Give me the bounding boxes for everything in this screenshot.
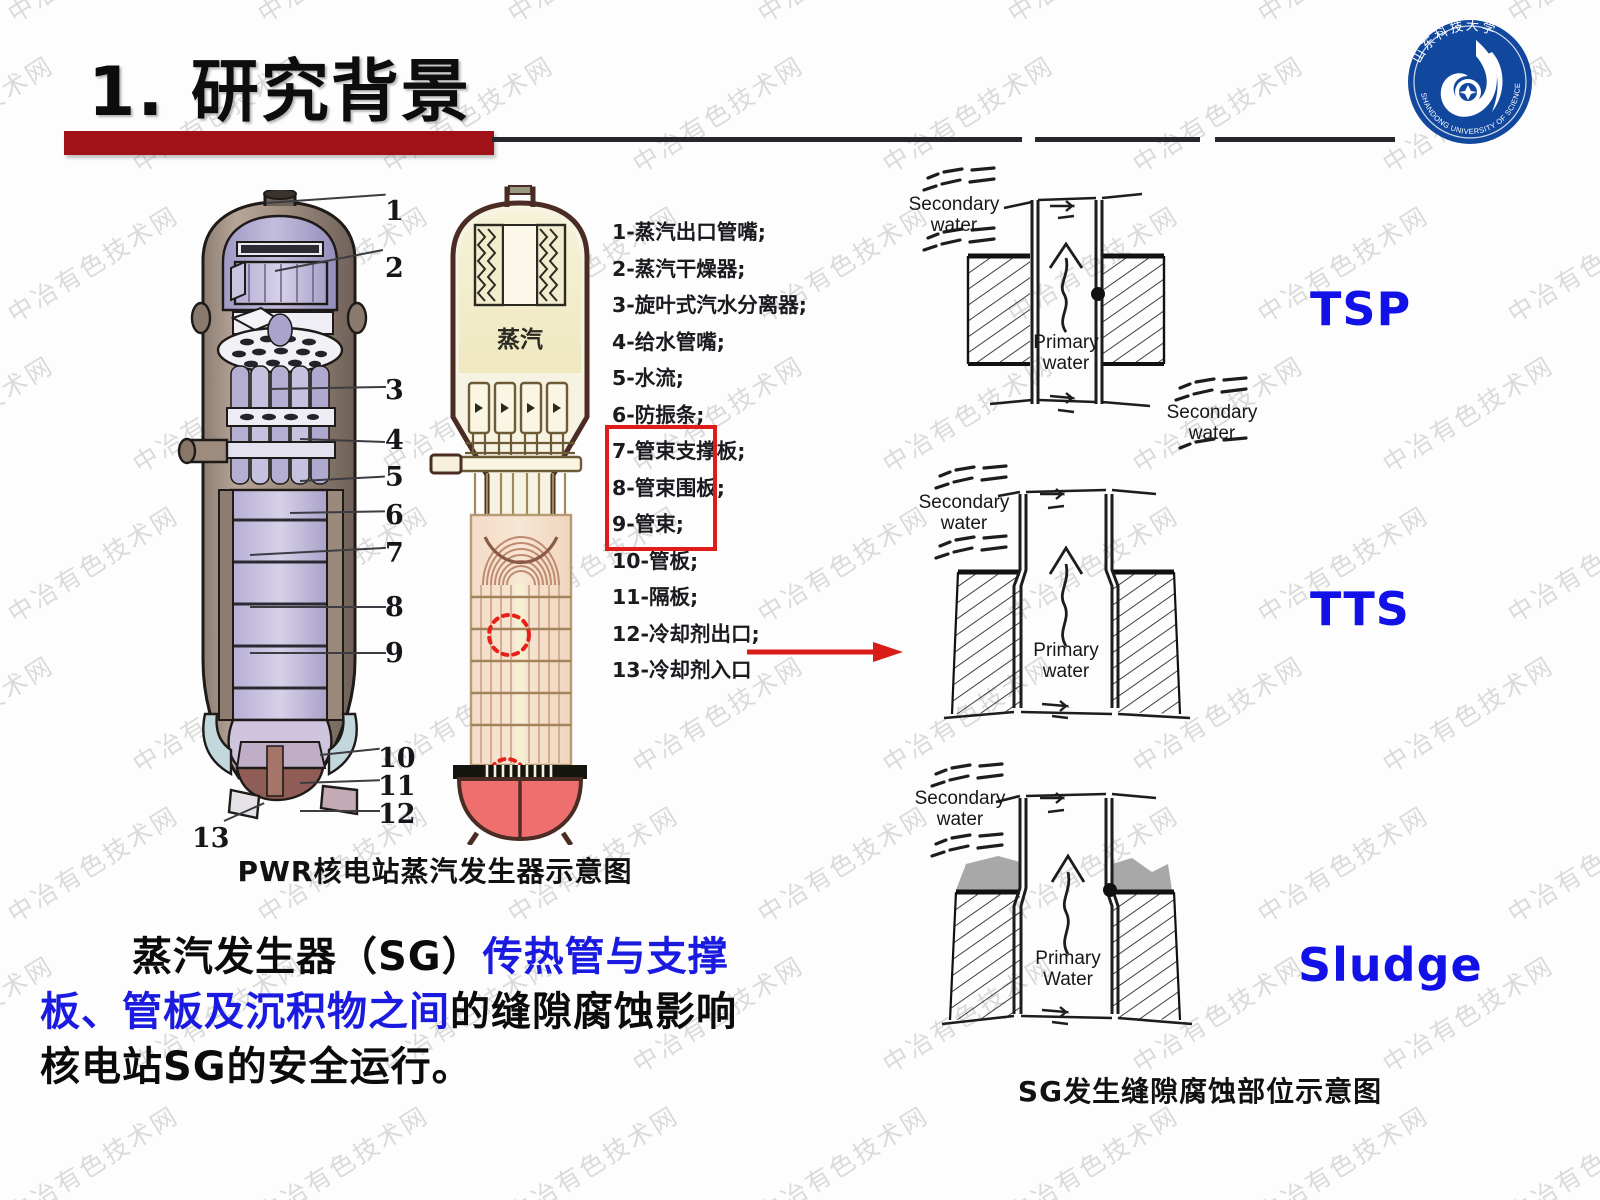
legend-item-1: 1-蒸汽出口管嘴;: [612, 220, 766, 244]
panel-label-sludge: Sludge: [1298, 938, 1483, 992]
slide-header: 1. 研究背景: [0, 0, 1600, 170]
red-arrow-icon: [745, 638, 905, 666]
leader-line-9: [250, 652, 386, 654]
legend-item-4: 4-给水管嘴;: [612, 329, 725, 354]
legend-item-3: 3-旋叶式汽水分离器;: [612, 293, 807, 317]
sg-3d-cutaway-illustration: [175, 188, 385, 840]
header-rule-segment-2: [1035, 137, 1200, 142]
paragraph-line1-black: 蒸汽发生器（SG）: [132, 934, 483, 980]
leader-line-12: [300, 810, 380, 812]
legend-item-7: 7-管束支撑板;: [612, 439, 746, 463]
paragraph-line2-black: 的缝隙腐蚀影响: [450, 989, 737, 1036]
callout-number-1: 1: [385, 196, 404, 227]
callout-number-11: 11: [378, 771, 416, 802]
university-logo: SHANDONG UNIVERSITY OF SCIENCE AND TECHN…: [1393, 3, 1544, 150]
legend-item-5: 5-水流;: [612, 366, 684, 390]
title-underline-bar: [64, 131, 494, 155]
callout-number-9: 9: [385, 638, 404, 669]
paragraph-line2-blue: 板、管板及沉积物之间: [40, 989, 450, 1036]
legend-item-8: 8-管束围板;: [612, 475, 725, 500]
leader-line-8: [250, 606, 386, 608]
callout-number-8: 8: [385, 592, 404, 623]
paragraph-line3-black: 核电站SG的安全运行。: [40, 1044, 473, 1091]
header-rule-segment-3: [1215, 137, 1395, 142]
legend-item-13: 13-冷却剂入口: [612, 658, 752, 682]
legend-item-9: 9-管束;: [612, 512, 684, 536]
left-figure-caption: PWR核电站蒸汽发生器示意图: [237, 855, 633, 888]
legend-item-11: 11-隔板;: [612, 585, 699, 609]
legend-highlight-box: [605, 425, 717, 551]
legend-item-12: 12-冷却剂出口;: [612, 621, 760, 646]
callout-number-10: 10: [378, 743, 416, 774]
legend-item-2: 2-蒸汽干燥器;: [612, 256, 746, 281]
callout-number-4: 4: [385, 425, 404, 456]
right-figure-caption: SG发生缝隙腐蚀部位示意图: [1017, 1075, 1383, 1108]
sg-2d-schematic-illustration: 蒸汽: [425, 185, 615, 847]
legend-item-6: 6-防振条;: [612, 402, 705, 427]
panel-label-tts: TTS: [1310, 582, 1410, 636]
header-rule-segment-1: [492, 137, 1022, 142]
page-title: 1. 研究背景: [88, 53, 471, 132]
callout-number-12: 12: [378, 799, 416, 830]
legend-item-10: 10-管板;: [612, 548, 699, 573]
panel-label-tsp: TSP: [1310, 282, 1412, 336]
body-paragraph: 蒸汽发生器（SG）传热管与支撑 板、管板及沉积物之间的缝隙腐蚀影响 核电站SG的…: [40, 930, 840, 1096]
callout-number-2: 2: [385, 253, 404, 284]
callout-number-13: 13: [192, 823, 230, 854]
callout-number-6: 6: [385, 500, 404, 531]
left-figure-group: 蒸汽: [0, 160, 903, 1200]
legend-list: 1-蒸汽出口管嘴; 2-蒸汽干燥器; 3-旋叶式汽水分离器; 4-给水管嘴; 5…: [612, 220, 807, 697]
callout-number-7: 7: [385, 538, 404, 569]
svg-text:蒸汽: 蒸汽: [497, 326, 543, 353]
callout-number-3: 3: [385, 375, 404, 406]
paragraph-line1-blue: 传热管与支撑: [482, 934, 729, 980]
callout-number-5: 5: [385, 462, 404, 493]
